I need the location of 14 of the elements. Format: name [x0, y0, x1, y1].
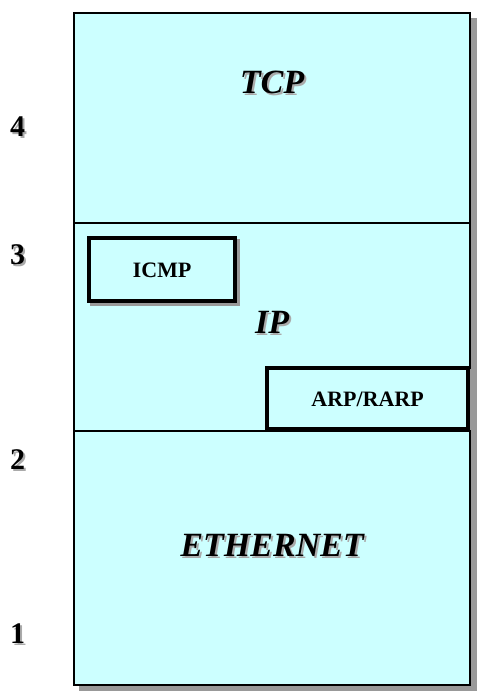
protocol-label: IP: [254, 304, 290, 342]
protocol-box: [87, 236, 237, 303]
protocol-box: [265, 366, 470, 431]
protocol-label: ARP/RARP: [311, 386, 424, 412]
protocol-label: ETHERNET: [179, 527, 366, 565]
protocol-label: ICMP: [132, 256, 192, 282]
layer-number: 3: [10, 238, 25, 272]
layer-number: 4: [10, 110, 25, 144]
layer-band: [73, 12, 471, 224]
layer-number: 2: [10, 443, 25, 477]
layer-band: [73, 222, 471, 432]
protocol-label: TCP: [238, 64, 306, 102]
layer-number: 1: [10, 617, 25, 651]
layer-band: [73, 430, 471, 686]
